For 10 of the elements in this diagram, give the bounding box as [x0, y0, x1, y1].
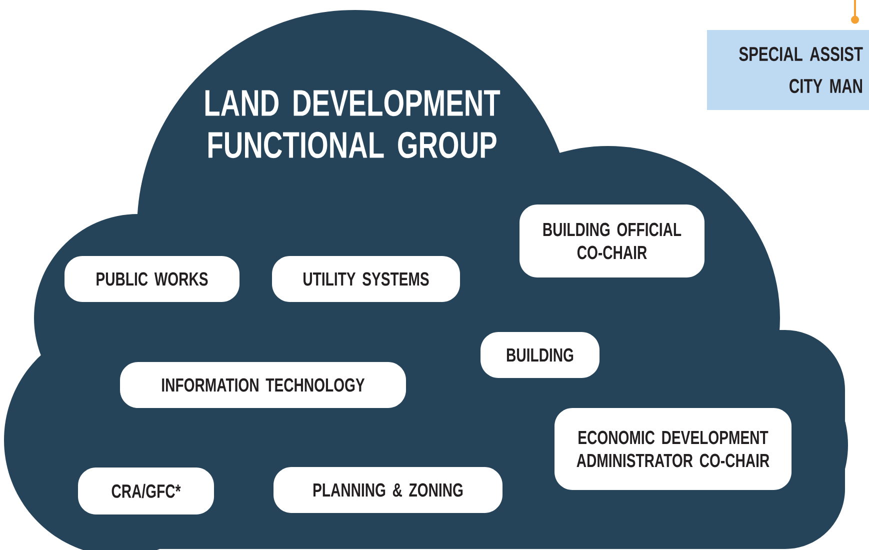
title-box: SPECIAL ASSIST CITY MAN: [707, 30, 869, 110]
member-pill: UTILITY SYSTEMS: [272, 256, 460, 302]
member-pill: BUILDING OFFICIAL CO-CHAIR: [520, 204, 704, 278]
member-pill: BUILDING: [480, 332, 600, 378]
member-pill: INFORMATION TECHNOLOGY: [120, 362, 406, 408]
member-pill: CRA/GFC*: [78, 468, 214, 514]
connector-line: [851, 0, 859, 24]
member-pill: PLANNING & ZONING: [274, 467, 502, 513]
member-pill: PUBLIC WORKS: [64, 256, 240, 302]
member-pill: ECONOMIC DEVELOPMENT ADMINISTRATOR CO-CHAIR: [554, 408, 792, 490]
